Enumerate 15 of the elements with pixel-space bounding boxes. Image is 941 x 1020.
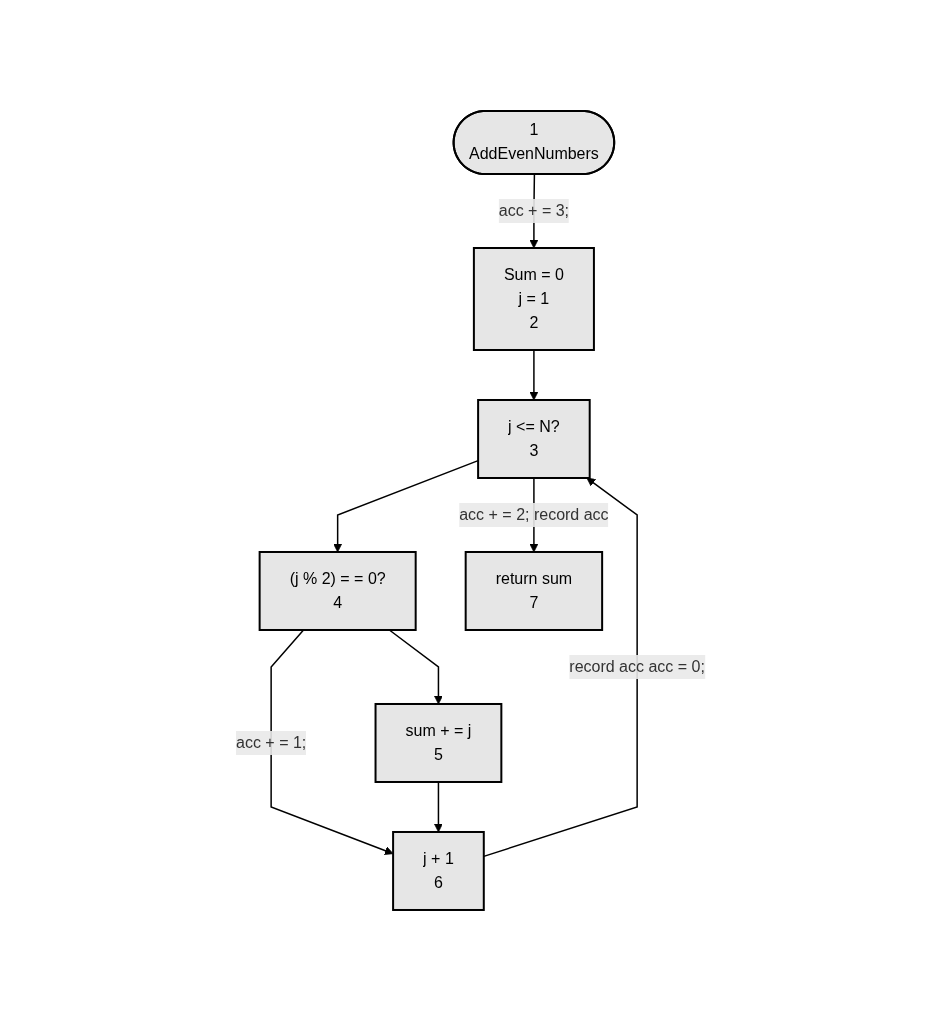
node-box: sum + = j 5 [374,702,503,783]
node-box: j + 1 6 [392,830,485,911]
edge-label: record acc acc = 0; [569,657,705,675]
arrow [434,780,443,832]
edge-label: acc + = 2; record acc [459,505,609,523]
arrow [270,628,394,855]
node-box: (j % 2) = = 0? 4 [258,550,417,631]
arrow [333,459,479,552]
arrow [529,348,539,400]
node-box: return sum 7 [464,550,604,631]
edge-label: acc + = 3; [498,201,570,219]
edge-label: acc + = 1; [236,733,307,751]
node-box: j <= N? 3 [477,398,591,479]
node-box: Sum = 0 j = 1 2 [472,246,595,351]
arrow [388,628,443,704]
